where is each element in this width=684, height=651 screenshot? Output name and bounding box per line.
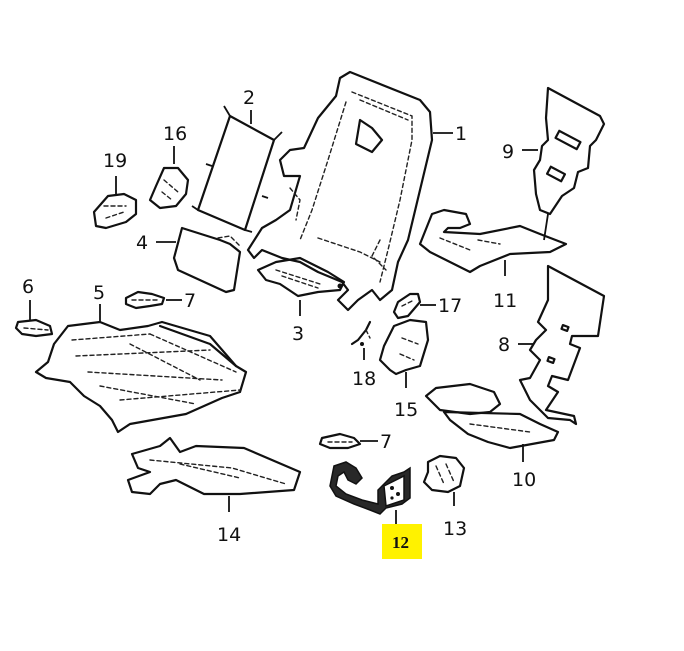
callout-5[interactable]: 5 [93,282,105,304]
part-19-knob[interactable] [92,192,138,230]
part-13-module[interactable] [422,454,466,494]
part-17-cover[interactable] [392,292,422,320]
callout-12[interactable]: 12 [392,533,409,552]
part-10-cushion-pad[interactable] [424,382,560,450]
part-14-cushion-pan[interactable] [126,436,302,496]
callout-3[interactable]: 3 [292,323,304,345]
part-7-bracket-upper[interactable] [124,290,166,310]
part-7-bracket-lower[interactable] [318,432,362,450]
callout-8[interactable]: 8 [498,334,510,356]
callout-11[interactable]: 11 [493,290,517,312]
callout-18[interactable]: 18 [352,368,376,390]
callout-1[interactable]: 1 [455,123,467,145]
callout-7-lower[interactable]: 7 [380,431,392,453]
part-5-cushion-frame[interactable] [34,320,248,434]
callout-7-upper[interactable]: 7 [184,290,196,312]
part-16-cover[interactable] [148,166,190,210]
part-18-clip[interactable] [350,320,372,346]
part-1-seat-back-frame[interactable] [246,70,434,312]
part-12-wiring-harness[interactable] [329,461,411,515]
callout-17[interactable]: 17 [438,295,462,317]
part-8-cushion-heater[interactable] [518,264,606,426]
callout-4[interactable]: 4 [136,232,148,254]
part-11-back-pad[interactable] [418,208,568,274]
callout-6[interactable]: 6 [22,276,34,298]
callout-14[interactable]: 14 [217,524,241,546]
callout-16[interactable]: 16 [163,123,187,145]
callout-15[interactable]: 15 [394,399,418,421]
part-9-back-heater[interactable] [532,86,606,241]
part-15-side-bracket[interactable] [378,318,430,376]
callout-10[interactable]: 10 [512,469,536,491]
part-3-lower-bracket[interactable] [256,256,346,298]
callout-19[interactable]: 19 [103,150,127,172]
part-4-pad[interactable] [172,226,242,294]
callout-9[interactable]: 9 [502,141,514,163]
callout-13[interactable]: 13 [443,518,467,540]
callout-2[interactable]: 2 [243,87,255,109]
highlight-box-12 [382,524,422,559]
part-2-seat-back-panel[interactable] [191,105,283,233]
part-6-clip[interactable] [14,318,54,338]
